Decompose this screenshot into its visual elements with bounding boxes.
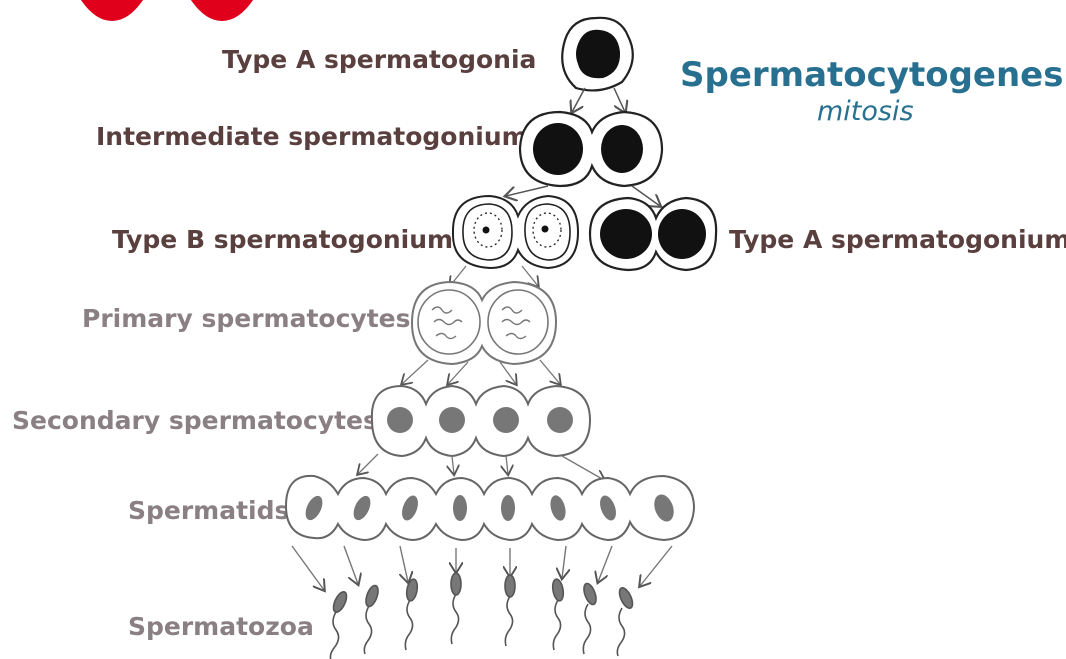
type-a-spermatogonium-pair — [590, 198, 716, 270]
arrow-secondary-to-spermatid-4 — [562, 456, 604, 480]
primary-spermatocytes-pair — [412, 282, 556, 364]
spermatozoa-row — [330, 573, 635, 659]
arrow-spermatid-to-sperm-7 — [598, 546, 612, 582]
arrow-primary-to-secondary-1 — [402, 360, 428, 384]
arrow-intermediate-to-type-b — [506, 186, 548, 196]
arrow-a-to-intermediate-left — [572, 88, 585, 112]
type-a-spermatogonia-cell — [562, 18, 633, 91]
arrow-a-to-intermediate-right — [614, 88, 625, 112]
arrow-primary-to-secondary-2 — [448, 362, 468, 384]
arrow-primary-to-secondary-3 — [500, 362, 516, 384]
intermediate-spermatogonium-pair — [520, 112, 662, 186]
secondary-spermatocytes-row — [372, 386, 590, 456]
arrow-secondary-to-spermatid-2 — [452, 456, 454, 474]
arrow-secondary-to-spermatid-3 — [506, 456, 508, 474]
arrow-spermatid-to-sperm-1 — [292, 546, 324, 590]
arrow-spermatid-to-sperm-6 — [562, 546, 566, 578]
arrow-primary-to-secondary-4 — [540, 360, 560, 384]
type-b-spermatogonium-pair — [453, 196, 578, 268]
arrow-spermatid-to-sperm-8 — [640, 546, 672, 586]
spermatids-row — [286, 476, 694, 540]
arrow-spermatid-to-sperm-2 — [344, 546, 358, 584]
arrow-secondary-to-spermatid-1 — [358, 454, 378, 474]
arrow-spermatid-to-sperm-3 — [400, 546, 408, 582]
